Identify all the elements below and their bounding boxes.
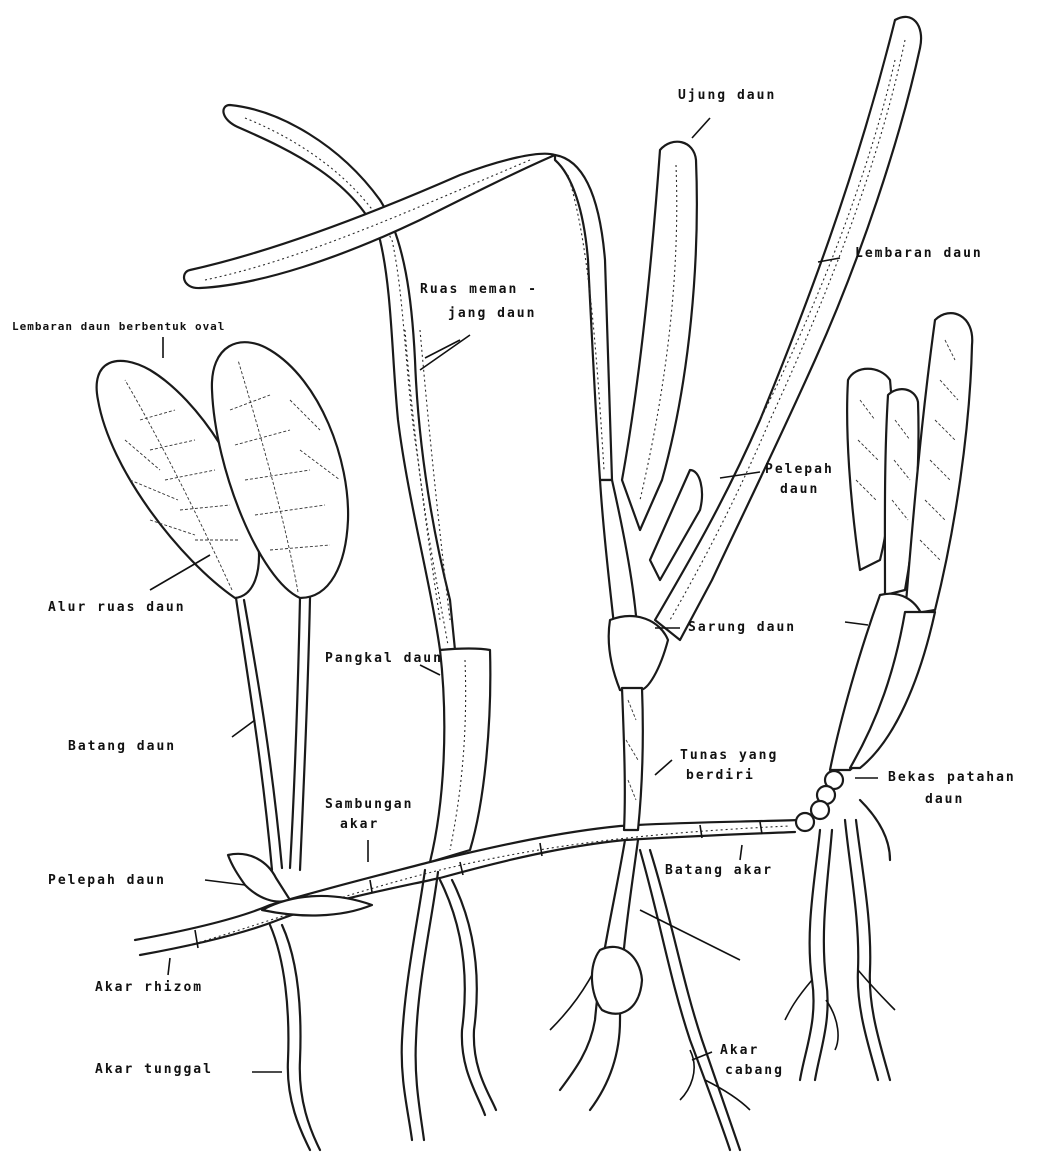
erect-blade-plant	[550, 17, 921, 1150]
label-leaf-scar-line1: Bekas patahan	[888, 770, 1016, 786]
label-root-junction-line2: akar	[340, 817, 379, 833]
label-sheath-line1: Pelepah	[765, 462, 834, 478]
label-leaf-sheath-left: Pelepah daun	[48, 873, 166, 889]
label-leaf-sleeve: Sarung daun	[688, 620, 796, 636]
label-leaf-scar-line2: daun	[925, 792, 964, 808]
upright-blade	[622, 142, 697, 530]
label-elongated-node-line2: jang daun	[448, 306, 536, 322]
label-root-junction-line1: Sambungan	[325, 797, 413, 813]
label-erect-shoot-line1: Tunas yang	[680, 748, 778, 764]
stippled-leaf-plant	[785, 313, 972, 1080]
label-branch-root-line1: Akar	[720, 1043, 759, 1059]
label-leaf-stalk: Batang daun	[68, 739, 176, 755]
label-sheath-line2: daun	[780, 482, 819, 498]
label-leaf-blade: Lembaran daun	[855, 246, 983, 262]
label-leaf-tip: Ujung daun	[678, 88, 776, 104]
label-branch-root-line2: cabang	[725, 1063, 784, 1079]
label-tap-root: Akar tunggal	[95, 1062, 213, 1078]
label-rhizome-stem: Batang akar	[665, 863, 773, 879]
label-leaf-vein-groove: Alur ruas daun	[48, 600, 186, 616]
label-oval-leaf-blade: Lembaran daun berbentuk oval	[12, 320, 225, 334]
label-erect-shoot-line2: berdiri	[686, 768, 755, 784]
label-leaf-base: Pangkal daun	[325, 651, 443, 667]
label-elongated-node-line1: Ruas meman -	[420, 282, 538, 298]
label-rhizome-root: Akar rhizom	[95, 980, 203, 996]
